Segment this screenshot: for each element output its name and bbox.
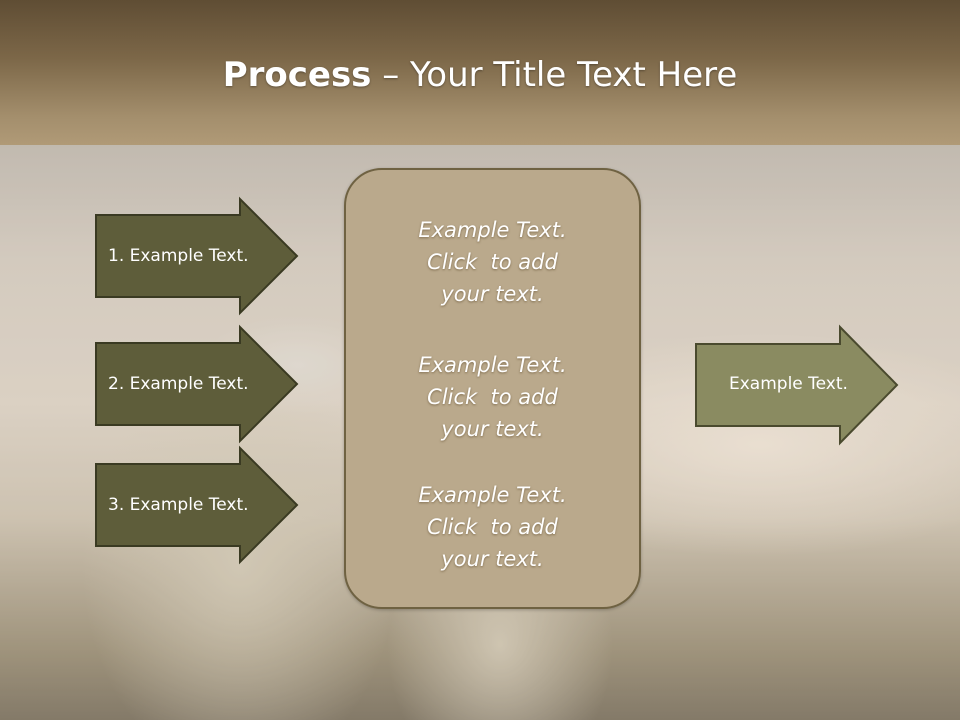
panel-text-block-3[interactable]: Example Text. Click to add your text. [346, 479, 639, 575]
panel-block-3-line-2: Click to add [427, 515, 558, 539]
panel-text-block-2[interactable]: Example Text. Click to add your text. [346, 349, 639, 445]
step-1-arrow[interactable] [95, 196, 299, 316]
panel-block-1-line-2: Click to add [427, 250, 558, 274]
step-1-label: 1. Example Text. [108, 246, 249, 266]
step-2-arrow[interactable] [95, 324, 299, 444]
panel-block-2-line-3: your text. [441, 417, 544, 441]
panel-block-2-line-1: Example Text. [418, 353, 567, 377]
output-label: Example Text. [729, 374, 848, 394]
title-rest-part: – Your Title Text Here [371, 55, 738, 95]
title-bar: Process – Your Title Text Here [0, 0, 960, 145]
step-2-label: 2. Example Text. [108, 374, 249, 394]
step-3-label: 3. Example Text. [108, 495, 249, 515]
panel-block-3-line-1: Example Text. [418, 483, 567, 507]
output-arrow[interactable] [695, 324, 899, 446]
title-bold-part: Process [222, 55, 372, 95]
panel-block-1-line-1: Example Text. [418, 218, 567, 242]
center-text-panel[interactable]: Example Text. Click to add your text. Ex… [344, 168, 641, 609]
step-3-arrow[interactable] [95, 445, 299, 565]
panel-block-2-line-2: Click to add [427, 385, 558, 409]
panel-block-3-line-3: your text. [441, 547, 544, 571]
panel-text-block-1[interactable]: Example Text. Click to add your text. [346, 214, 639, 310]
panel-block-1-line-3: your text. [441, 282, 544, 306]
slide-title[interactable]: Process – Your Title Text Here [0, 54, 960, 96]
